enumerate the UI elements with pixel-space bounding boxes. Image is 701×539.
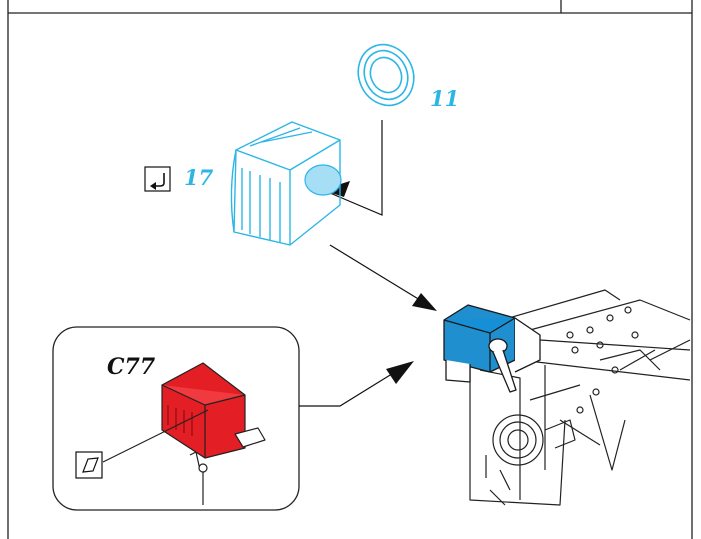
assembled-cover: [443, 304, 541, 393]
cover-leader-line: [329, 244, 421, 301]
engine-block: [469, 289, 691, 506]
part-number-11: 11: [430, 86, 460, 111]
page-border: [7, 0, 693, 539]
part-17-opening: [304, 164, 342, 196]
paint-parallelogram-icon: [75, 451, 103, 479]
part-11-ring: [357, 43, 415, 107]
ring-leader-line: [329, 120, 383, 216]
return-arrow-icon: [144, 166, 171, 192]
cover-leader-arrowhead: [412, 293, 437, 311]
paint-leader-line: [102, 409, 209, 463]
detail-leader-arrowhead: [386, 361, 414, 384]
detail-leader-line: [299, 371, 396, 407]
detail-code-c77: C77: [107, 354, 156, 380]
part-number-17: 17: [184, 165, 214, 190]
detail-part-c77: [161, 362, 266, 505]
part-17-cover: [230, 121, 341, 246]
